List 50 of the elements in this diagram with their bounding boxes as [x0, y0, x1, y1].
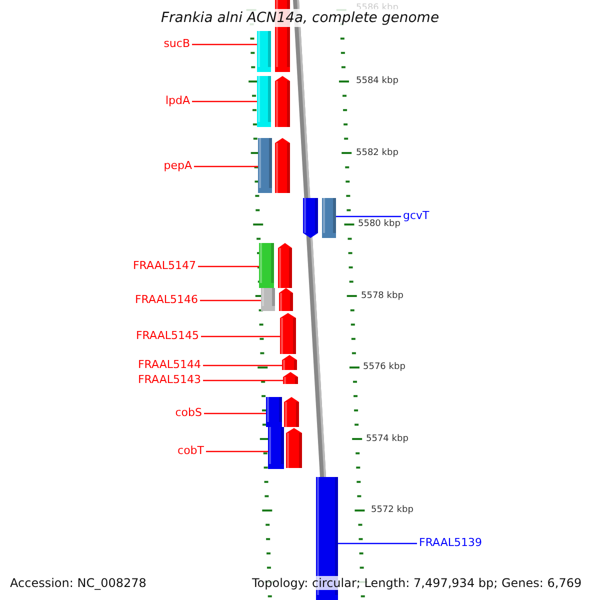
leader-line	[200, 300, 261, 302]
leader-line	[192, 44, 257, 46]
gene-block	[275, 76, 290, 127]
gene-label: cobS	[175, 407, 202, 418]
tick-label: 5584 kbp	[356, 77, 398, 86]
leader-line	[203, 364, 282, 366]
gene-bar	[259, 243, 274, 288]
gene-label: cobT	[178, 445, 204, 456]
footer-text: Accession: NC_008278	[10, 576, 146, 590]
leader-line	[203, 380, 283, 382]
gene-block	[303, 198, 318, 238]
gene-label: lpdA	[165, 95, 190, 106]
gene-label: gcvT	[403, 210, 430, 221]
leader-line	[192, 100, 257, 102]
gene-block	[275, 138, 290, 193]
tick-label: 5582 kbp	[356, 149, 398, 158]
footer-text: Topology: circular; Length: 7,497,934 bp; Genes: 6,769	[252, 576, 582, 590]
gene-block	[278, 243, 292, 288]
tick-label: 5580 kbp	[358, 220, 400, 229]
tick-label: 5576 kbp	[363, 363, 406, 372]
leader-line	[204, 412, 266, 414]
leader-line	[198, 266, 259, 268]
gene-block	[279, 288, 293, 311]
gene-block	[284, 397, 299, 427]
leader-line	[201, 336, 280, 338]
gene-label: FRAAL5145	[136, 330, 199, 341]
tick-label: 5574 kbp	[366, 435, 408, 444]
tick-label: 5572 kbp	[371, 506, 414, 515]
gene-bar	[266, 397, 282, 427]
leader-line	[206, 450, 268, 452]
gene-block	[283, 372, 298, 384]
gene-label: FRAAL5147	[132, 260, 196, 271]
leader-line	[338, 542, 417, 544]
gene-label: FRAAL5143	[138, 374, 201, 385]
gene-label: sucB	[164, 38, 190, 49]
gene-label: pepA	[164, 160, 192, 171]
leader-line	[336, 216, 401, 218]
gene-bar	[261, 288, 275, 311]
leader-line	[194, 166, 258, 168]
gene-block	[286, 428, 302, 468]
gene-bar	[268, 427, 284, 469]
tick-label: 5578 kbp	[361, 292, 404, 301]
gene-bar	[258, 138, 272, 193]
gene-bar	[257, 31, 271, 72]
gene-label: FRAAL5139	[419, 537, 482, 548]
gene-block	[282, 355, 297, 370]
gene-bar	[257, 76, 271, 127]
gene-label: FRAAL5144	[138, 359, 201, 370]
gene-bar	[322, 198, 336, 238]
gene-label: FRAAL5146	[134, 294, 198, 305]
